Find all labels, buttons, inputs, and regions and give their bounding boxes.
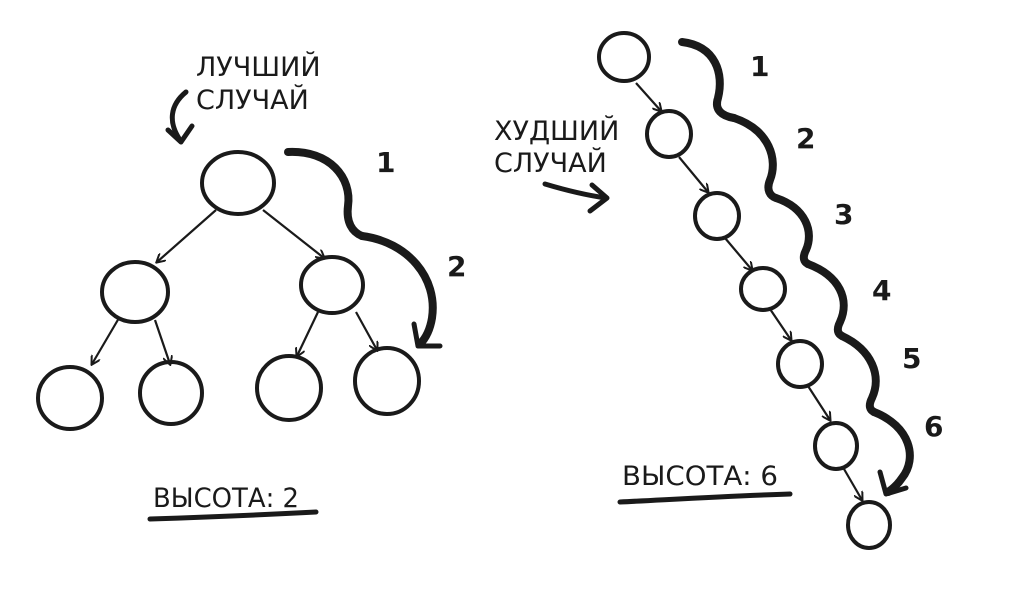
worst-case-level-brace xyxy=(870,408,914,496)
edge xyxy=(355,311,377,350)
tree-node xyxy=(36,365,104,431)
level-label: 1 xyxy=(750,50,769,83)
worst-case-level-brace xyxy=(730,114,780,202)
worst-case-level-brace xyxy=(838,332,880,416)
worst-case-nodes xyxy=(597,31,892,550)
edge xyxy=(262,209,324,258)
worst-case-caption-underline xyxy=(617,491,793,505)
tree-node xyxy=(255,354,323,422)
best-case-level-brace xyxy=(284,147,366,240)
worst-case-pointer-arrowhead xyxy=(587,182,610,214)
edge xyxy=(724,237,752,270)
edge xyxy=(843,468,862,500)
edge xyxy=(157,209,217,262)
best-case-nodes xyxy=(36,150,421,431)
best-case-panel: ЛУЧШИЙ СЛУЧАЙ 1 2 ВЫСО xyxy=(36,51,466,522)
worst-case-level-brace xyxy=(804,260,848,340)
edge xyxy=(92,317,120,364)
edge xyxy=(807,385,830,420)
tree-node xyxy=(138,360,204,426)
tree-node xyxy=(846,500,892,550)
best-case-caption: ВЫСОТА: 2 xyxy=(153,483,299,514)
edge xyxy=(153,319,170,364)
tree-node xyxy=(100,260,170,324)
tree-node xyxy=(299,255,365,315)
best-case-edges xyxy=(92,209,377,364)
worst-case-level-brace xyxy=(678,38,738,122)
worst-case-brace-arrowhead xyxy=(877,469,909,497)
best-case-caption-underline xyxy=(147,509,319,522)
worst-case-label-line1: ХУДШИЙ xyxy=(494,115,619,147)
tree-node xyxy=(776,339,824,389)
tree-node-root xyxy=(200,150,276,216)
best-case-level-brace xyxy=(358,232,437,348)
level-label: 5 xyxy=(902,342,921,375)
edge xyxy=(769,308,791,340)
tree-node xyxy=(739,266,787,312)
level-label: 1 xyxy=(376,146,395,179)
edge xyxy=(297,311,319,356)
best-case-label-line1: ЛУЧШИЙ xyxy=(196,51,321,83)
tree-node xyxy=(813,421,859,471)
level-label: 2 xyxy=(796,122,815,155)
level-label: 2 xyxy=(447,250,466,283)
tree-node xyxy=(353,346,421,416)
best-case-label-line2: СЛУЧАЙ xyxy=(196,84,309,116)
best-case-brace-arrowhead xyxy=(411,321,443,349)
edge xyxy=(635,82,661,111)
best-case-pointer-arrowhead xyxy=(165,123,195,145)
worst-case-label-line2: СЛУЧАЙ xyxy=(494,147,607,179)
worst-case-level-brace xyxy=(772,194,813,268)
tree-node-root xyxy=(597,31,651,83)
level-label: 4 xyxy=(872,274,891,307)
tree-node xyxy=(645,109,693,159)
worst-case-caption: ВЫСОТА: 6 xyxy=(622,461,778,492)
worst-case-pointer-arrow xyxy=(542,181,609,201)
level-label: 6 xyxy=(924,410,943,443)
worst-case-edges xyxy=(635,82,862,500)
level-label: 3 xyxy=(834,198,853,231)
edge xyxy=(678,156,708,192)
tree-node xyxy=(693,191,741,241)
worst-case-panel: ХУДШИЙ СЛУЧАЙ 1 xyxy=(494,31,943,550)
